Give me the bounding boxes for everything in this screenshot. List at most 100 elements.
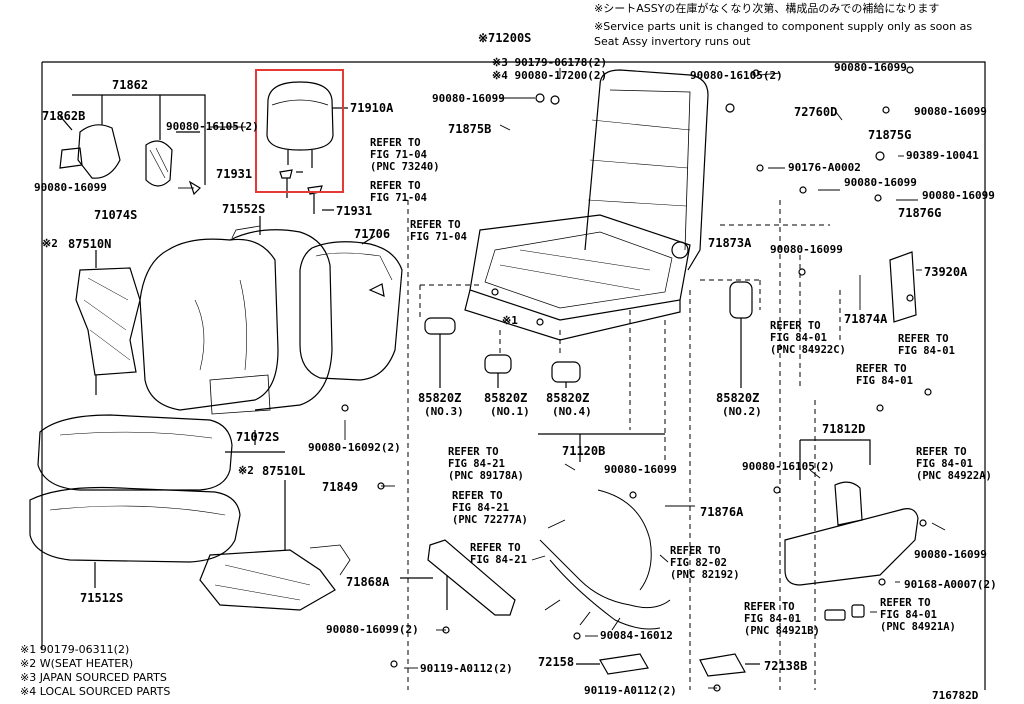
assembly-bracket [42, 61, 986, 690]
label-72158[interactable]: 72158 [538, 655, 575, 669]
refer-line: FIG 84-01 [770, 332, 827, 344]
refer-84-21-72277A[interactable]: REFER TO FIG 84-21 (PNC 72277A) [452, 490, 528, 526]
refer-84-01-84922A[interactable]: REFER TO FIG 84-01 (PNC 84922A) [916, 446, 992, 482]
legend-item-2: ※2 W(SEAT HEATER) [20, 657, 134, 670]
refer-line: REFER TO [370, 180, 421, 192]
label-71873A[interactable]: 71873A [708, 236, 752, 250]
label-71862B[interactable]: 71862B [42, 109, 86, 123]
label-90080-16105-a[interactable]: 90080-16105(2) [166, 120, 259, 133]
label-90119-A0112-b[interactable]: 90119-A0112(2) [584, 684, 677, 697]
refer-line: FIG 84-21 [470, 554, 527, 566]
label-90080-17200[interactable]: ※4 90080-17200(2) [492, 69, 608, 82]
label-90080-16099-b[interactable]: 90080-16099 [432, 92, 505, 105]
label-90176-A0002[interactable]: 90176-A0002 [788, 161, 861, 174]
label-71074S[interactable]: 71074S [94, 208, 138, 222]
label-72138B[interactable]: 72138B [764, 659, 808, 673]
refer-line: REFER TO [744, 601, 795, 613]
refer-84-01-a[interactable]: REFER TO FIG 84-01 [898, 333, 955, 357]
label-90080-16099-h[interactable]: 90080-16099 [604, 463, 677, 476]
refer-line: REFER TO [916, 446, 967, 458]
refer-84-01-b[interactable]: REFER TO FIG 84-01 [856, 363, 913, 387]
label-90080-16099-i[interactable]: 90080-16099 [914, 548, 987, 561]
label-87510N[interactable]: 87510N [68, 237, 112, 251]
label-71875B[interactable]: 71875B [448, 122, 492, 136]
label-90080-16099-a[interactable]: 90080-16099 [34, 181, 107, 194]
label-90080-16099-c[interactable]: 90080-16099 [834, 61, 907, 74]
label-87510L[interactable]: 87510L [262, 464, 306, 478]
label-90080-16099-j[interactable]: 90080-16099(2) [326, 623, 419, 636]
label-90179-06178[interactable]: ※3 90179-06178(2) [492, 56, 608, 69]
refer-line: REFER TO [880, 597, 931, 609]
refer-line: FIG 71-04 [370, 149, 427, 161]
label-71876A[interactable]: 71876A [700, 505, 744, 519]
label-90084-16012[interactable]: 90084-16012 [600, 629, 673, 642]
label-71910A[interactable]: 71910A [350, 101, 394, 115]
refer-line: (PNC 84921B) [744, 625, 820, 637]
legend-item-1: ※1 90179-06311(2) [20, 643, 130, 656]
label-90080-16092[interactable]: 90080-16092(2) [308, 441, 401, 454]
label-90080-16105-b[interactable]: 90080-16105(2) [690, 69, 783, 82]
label-85820Z-no2[interactable]: 85820Z [716, 391, 760, 405]
label-71931-a[interactable]: 71931 [216, 167, 253, 181]
bracket-drawing [576, 653, 760, 677]
refer-line: REFER TO [670, 545, 721, 557]
label-73920A[interactable]: 73920A [924, 265, 968, 279]
back-board-drawing [299, 235, 403, 381]
label-71849[interactable]: 71849 [322, 480, 359, 494]
seat-back-drawing [139, 216, 333, 415]
label-72760D[interactable]: 72760D [794, 105, 838, 119]
header-note-japanese: ※シートASSYの在庫がなくなり次第、構成品のみでの補給になります [594, 2, 940, 15]
label-71868A[interactable]: 71868A [346, 575, 390, 589]
refer-line: (PNC 84922A) [916, 470, 992, 482]
refer-line: (PNC 89178A) [448, 470, 524, 482]
label-71862[interactable]: 71862 [112, 78, 149, 92]
label-85820Z-no4[interactable]: 85820Z [546, 391, 590, 405]
refer-line: FIG 71-04 [410, 231, 467, 243]
refer-84-01-84922C[interactable]: REFER TO FIG 84-01 (PNC 84922C) [770, 320, 846, 356]
label-85820Z-no1[interactable]: 85820Z [484, 391, 528, 405]
refer-71-04-a[interactable]: REFER TO FIG 71-04 (PNC 73240) [370, 137, 440, 173]
label-90080-16099-f[interactable]: 90080-16099 [922, 189, 995, 202]
refer-84-21-89178A[interactable]: REFER TO FIG 84-21 (PNC 89178A) [448, 446, 524, 482]
label-90389-10041[interactable]: 90389-10041 [906, 149, 979, 162]
seat-heater-cushion-drawing [199, 480, 351, 611]
label-71200S[interactable]: ※71200S [478, 31, 532, 45]
side-shield-drawing [400, 539, 516, 616]
label-71120B[interactable]: 71120B [562, 444, 606, 458]
refer-82-02-82192[interactable]: REFER TO FIG 82-02 (PNC 82192) [670, 545, 740, 581]
label-71875G[interactable]: 71875G [868, 128, 912, 142]
label-71812D[interactable]: 71812D [822, 422, 866, 436]
label-90119-A0112-a[interactable]: 90119-A0112(2) [420, 662, 513, 675]
refer-line: (PNC 82192) [670, 569, 740, 581]
refer-line: FIG 82-02 [670, 557, 727, 569]
refer-line: REFER TO [410, 219, 461, 231]
refer-84-21-c[interactable]: REFER TO FIG 84-21 [470, 542, 527, 566]
label-71876G[interactable]: 71876G [898, 206, 942, 220]
label-71552S[interactable]: 71552S [222, 202, 266, 216]
label-71072S[interactable]: 71072S [236, 430, 280, 444]
label-90080-16099-d[interactable]: 90080-16099 [914, 105, 987, 118]
label-85820Z-no2-position: (NO.2) [722, 405, 762, 418]
refer-line: FIG 84-21 [448, 458, 505, 470]
label-85820Z-no1-position: (NO.1) [490, 405, 530, 418]
refer-line: REFER TO [898, 333, 949, 345]
label-90168-A0007[interactable]: 90168-A0007(2) [904, 578, 997, 591]
refer-71-04-c[interactable]: REFER TO FIG 71-04 [410, 219, 467, 243]
refer-line: (PNC 84922C) [770, 344, 846, 356]
label-71874A[interactable]: 71874A [844, 312, 888, 326]
label-71706[interactable]: 71706 [354, 227, 391, 241]
refer-84-01-84921A[interactable]: REFER TO FIG 84-01 (PNC 84921A) [880, 597, 956, 633]
label-90080-16099-g[interactable]: 90080-16099 [770, 243, 843, 256]
label-71512S[interactable]: 71512S [80, 591, 124, 605]
label-90080-16099-e[interactable]: 90080-16099 [844, 176, 917, 189]
refer-line: REFER TO [770, 320, 821, 332]
header-note-english-1: ※Service parts unit is changed to compon… [594, 20, 973, 33]
seat-motor-drawing [424, 281, 753, 388]
refer-line: REFER TO [856, 363, 907, 375]
label-85820Z-no3[interactable]: 85820Z [418, 391, 462, 405]
refer-71-04-b[interactable]: REFER TO FIG 71-04 [370, 180, 427, 204]
refer-84-01-84921B[interactable]: REFER TO FIG 84-01 (PNC 84921B) [744, 601, 820, 637]
label-90080-16105-c[interactable]: 90080-16105(2) [742, 460, 835, 473]
label-71931-b[interactable]: 71931 [336, 204, 373, 218]
